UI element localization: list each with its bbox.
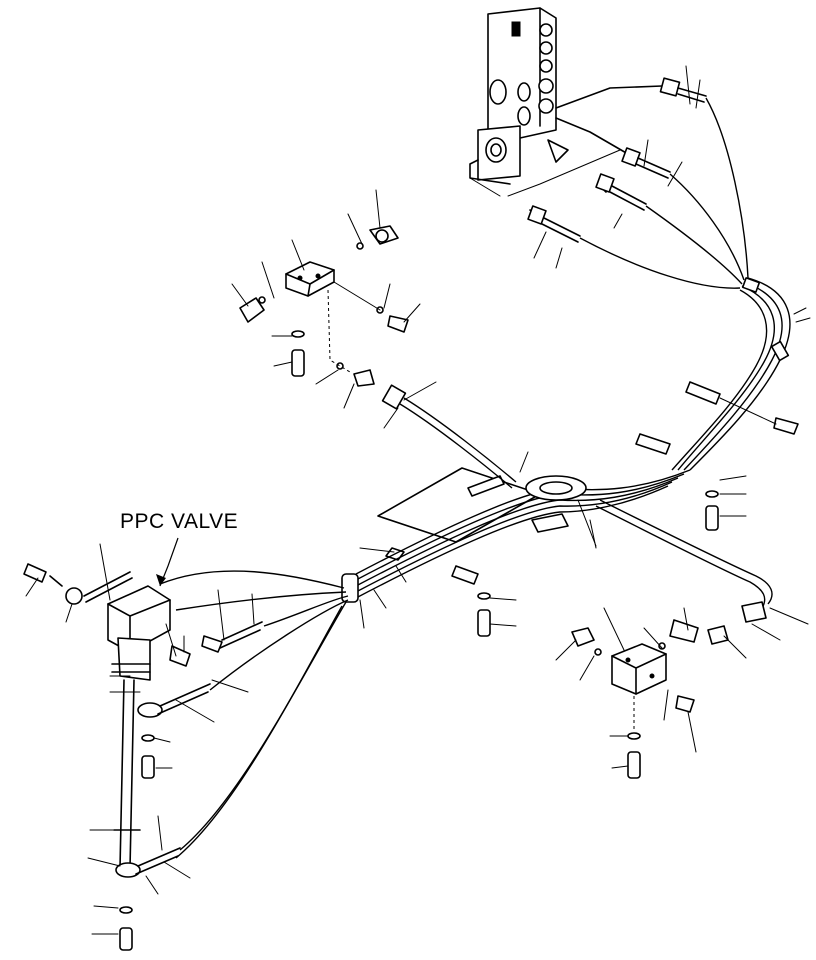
main-hose-bundle xyxy=(341,451,691,603)
leader-lines xyxy=(25,65,811,935)
ppc-hoses xyxy=(159,570,349,859)
ppc-valve xyxy=(23,563,263,681)
bolts-right xyxy=(477,490,719,637)
single-hose-upper-left xyxy=(381,384,517,489)
ppc-valve-label: PPC VALVE xyxy=(120,510,239,533)
ppc-tube-assembly xyxy=(111,663,211,951)
single-hose-right xyxy=(595,499,773,609)
left-solenoid-block xyxy=(239,225,409,387)
upper-hose-bundle xyxy=(579,97,799,471)
control-valve-fittings xyxy=(469,77,707,243)
control-valve xyxy=(469,7,569,185)
right-solenoid-block xyxy=(571,601,767,779)
